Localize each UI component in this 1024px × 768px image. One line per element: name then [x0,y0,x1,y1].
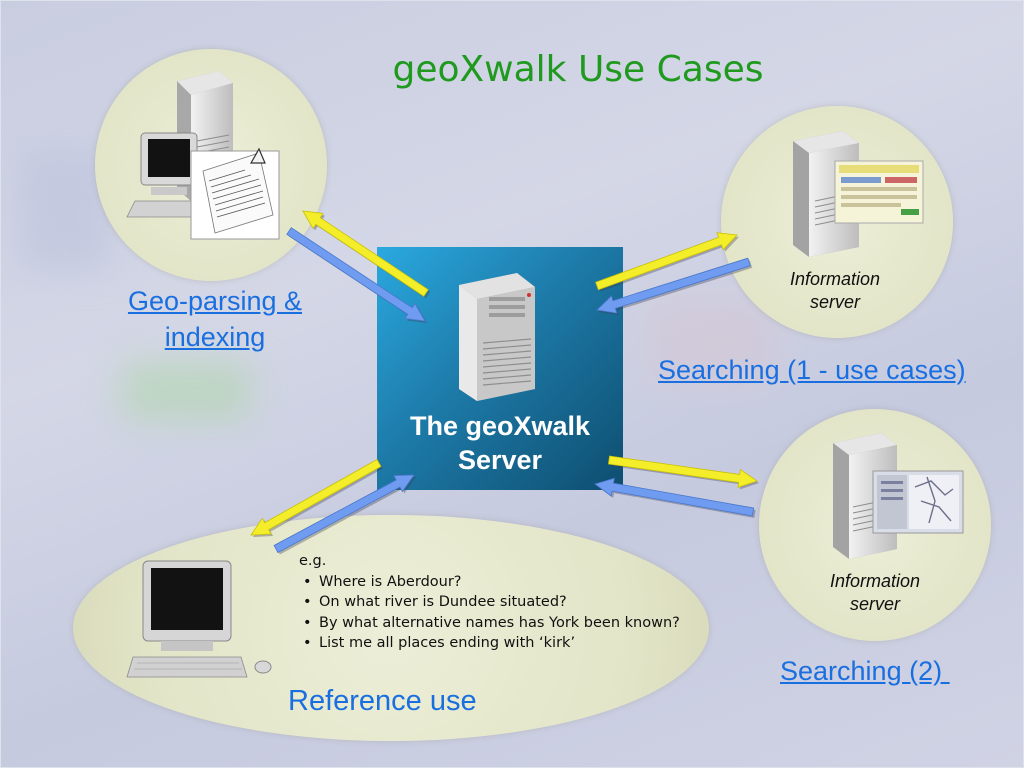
information-server-top-icon [793,131,924,257]
information-server-bottom-icon [833,433,964,559]
searching-2-link[interactable]: Searching (2) [780,656,950,686]
arrow-info-top-to-server [596,257,751,314]
geo-parsing-link[interactable]: Geo-parsing & indexing [127,286,303,352]
example-item: On what river is Dundee situated? [303,592,680,613]
searching-1-link[interactable]: Searching (1 - use cases) [658,355,966,385]
reference-use-label: Reference use [288,685,477,717]
arrow-server-to-info-top [595,232,738,291]
background-blotch [121,361,251,421]
document-icon [190,147,280,240]
examples-intro: e.g. [299,553,327,569]
arrow-server-to-geo-parsing [302,210,429,297]
arrow-server-to-info-bottom [607,455,758,488]
flow-arrows [250,210,759,555]
arrow-info-bottom-to-server [594,477,755,517]
example-item: List me all places ending with ‘kirk’ [303,633,680,654]
arrow-server-to-reference [250,458,382,536]
arrow-reference-to-server [273,474,415,554]
server-label: The geoXwalk Server [409,411,591,475]
slide-title: geoXwalk Use Cases [392,49,764,90]
information-server-bottom-label: Information server [829,571,921,614]
information-server-top-label: Information server [789,269,881,312]
examples-list: Where is Aberdour? On what river is Dund… [299,572,680,654]
reference-examples: e.g. Where is Aberdour? On what river is… [299,551,680,654]
arrow-geo-parsing-to-server [286,227,426,322]
reference-workstation-icon [126,560,272,678]
background-blotch [651,301,771,381]
example-item: Where is Aberdour? [303,572,680,593]
tower-server-icon [459,273,535,401]
example-item: By what alternative names has York been … [303,613,680,634]
